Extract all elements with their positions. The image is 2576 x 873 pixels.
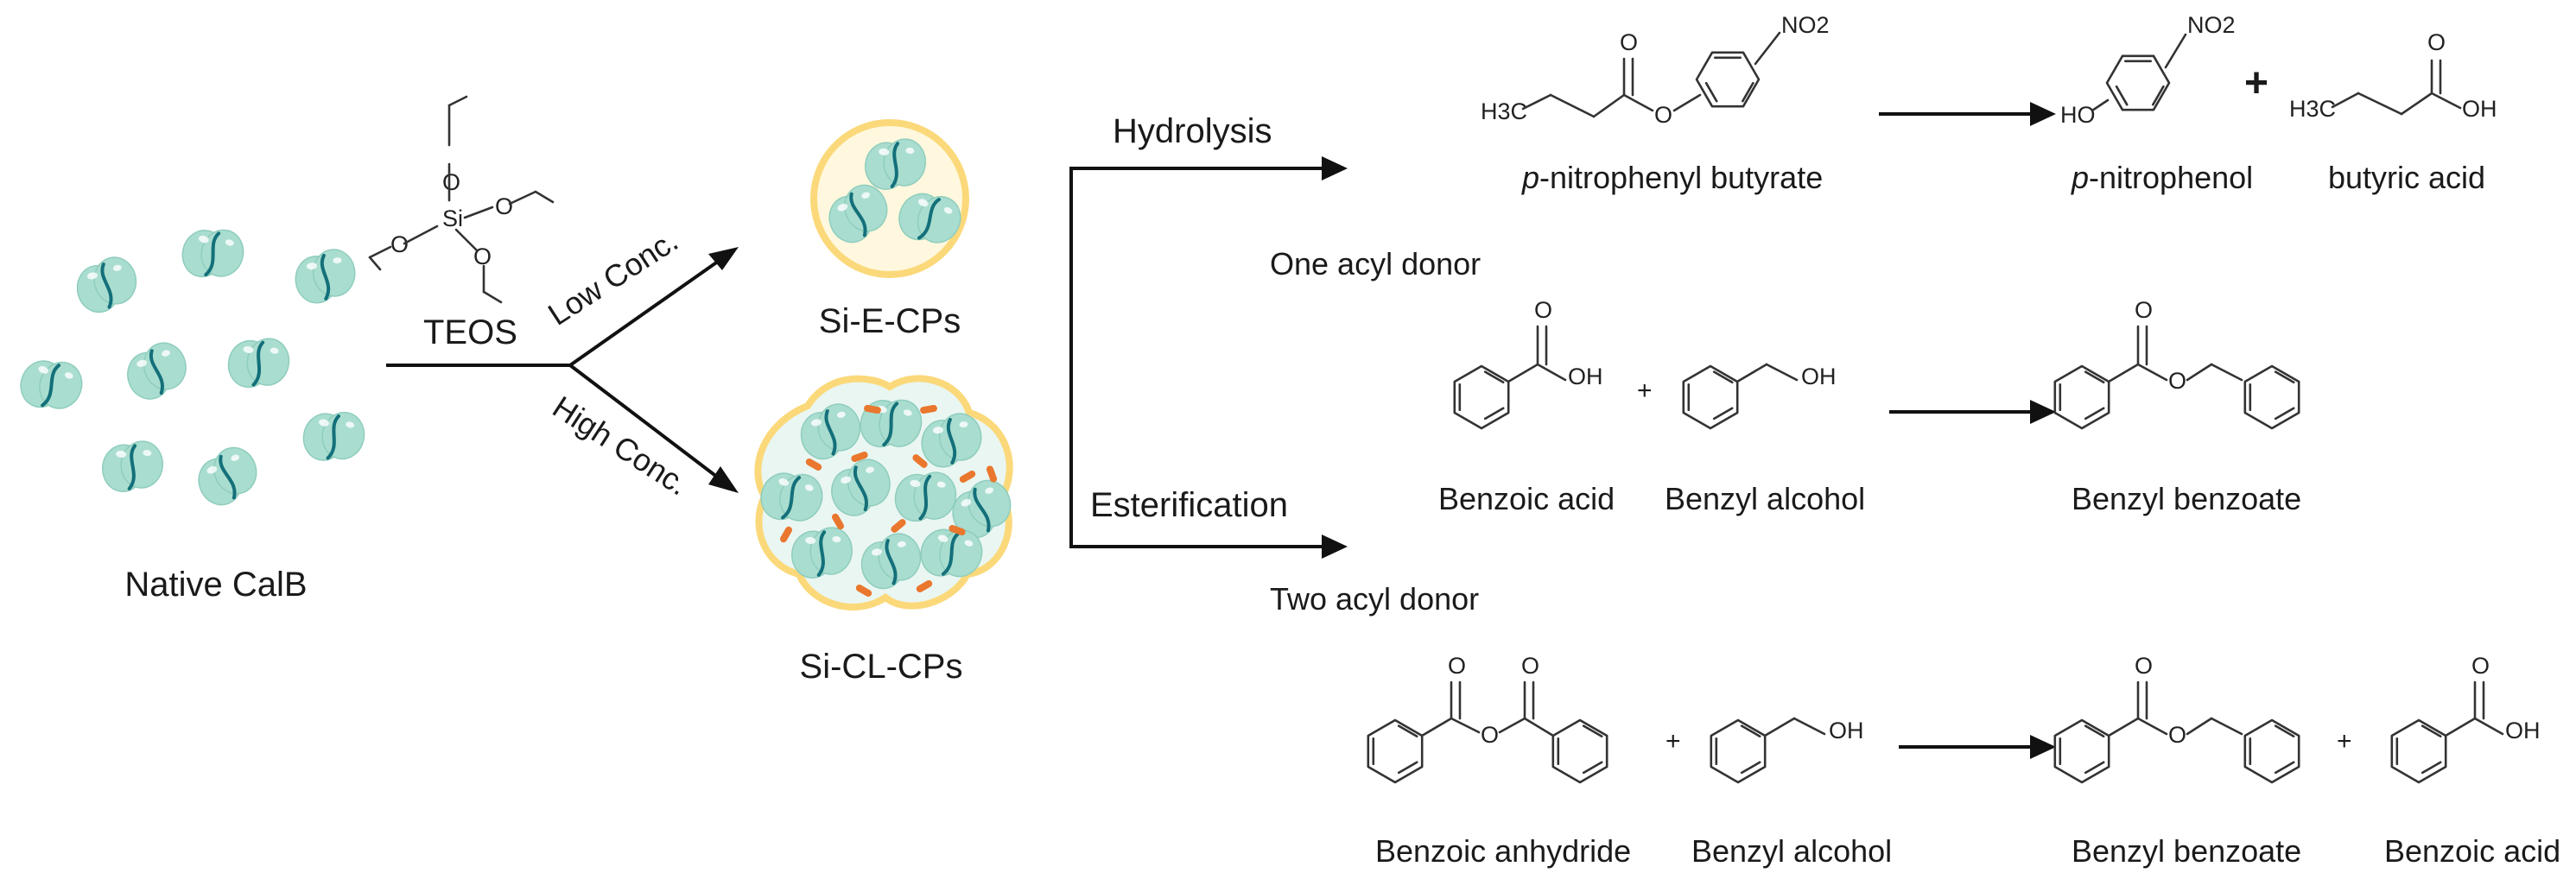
hydrolysis-plus: +	[2244, 60, 2268, 106]
low-conc-label: Low Conc.	[542, 223, 684, 332]
p-nitrophenol-structure: HO NO2	[2060, 12, 2236, 128]
two-acyl-plus-2: +	[2337, 727, 2352, 756]
one-acyl-donor-label: One acyl donor	[1270, 246, 1481, 282]
two-acyl-reaction-arrow[interactable]	[1899, 735, 2056, 759]
svg-text:O: O	[1534, 297, 1552, 323]
svg-text:O: O	[1448, 653, 1466, 679]
teos-label: TEOS	[423, 313, 517, 351]
one-acyl-reaction-arrow[interactable]	[1889, 400, 2056, 424]
svg-text:HO: HO	[2060, 102, 2096, 128]
hydrolysis-reaction-arrow[interactable]	[1879, 102, 2056, 126]
svg-text:OH: OH	[1829, 718, 1864, 743]
svg-text:O: O	[2471, 653, 2490, 679]
si-cl-cps-particle	[752, 375, 1021, 610]
split-arrows[interactable]	[386, 247, 739, 493]
svg-text:O: O	[442, 169, 460, 195]
benzyl-benzoate-label-1: Benzyl benzoate	[2072, 481, 2301, 516]
benzyl-benzoate-label-2: Benzyl benzoate	[2072, 833, 2301, 869]
native-calb-label: Native CalB	[124, 566, 307, 604]
svg-text:H3C: H3C	[1481, 98, 1527, 124]
svg-text:O: O	[473, 244, 492, 269]
benzoic-anhydride-label: Benzoic anhydride	[1375, 833, 1631, 869]
si-e-cps-label: Si-E-CPs	[819, 302, 961, 340]
teos-structure: O Si O O O	[368, 95, 555, 304]
two-acyl-donor-label: Two acyl donor	[1270, 581, 1479, 617]
branch-bracket-arrows[interactable]	[1069, 156, 1348, 559]
benzoic-acid-label-2: Benzoic acid	[2384, 833, 2560, 869]
butyric-acid-label: butyric acid	[2328, 160, 2485, 195]
high-conc-label: High Conc.	[547, 389, 695, 502]
svg-text:O: O	[1654, 102, 1672, 128]
benzoic-acid-structure: O OH	[1453, 297, 1603, 430]
svg-text:H3C: H3C	[2289, 96, 2336, 122]
svg-text:O: O	[495, 193, 513, 219]
benzyl-alcohol-label: Benzyl alcohol	[1665, 481, 1865, 516]
benzyl-alcohol-structure-2: OH	[1710, 717, 1864, 784]
two-acyl-plus-1: +	[1666, 727, 1681, 756]
butyric-acid-structure: H3C O OH	[2289, 29, 2497, 122]
svg-text:OH: OH	[2462, 96, 2497, 122]
svg-text:OH: OH	[1801, 364, 1837, 389]
native-calb-cluster	[12, 218, 371, 513]
svg-text:NO2: NO2	[2187, 12, 2236, 38]
p-nitrophenyl-butyrate-structure: H3C O O NO2	[1481, 12, 1830, 128]
benzyl-alcohol-label-2: Benzyl alcohol	[1691, 833, 1892, 869]
benzyl-benzoate-structure-2: O O	[2053, 653, 2300, 784]
benzyl-benzoate-structure: O O	[2053, 297, 2300, 430]
svg-text:O: O	[1521, 653, 1539, 679]
p-nitrophenyl-butyrate-label: p-nitrophenyl butyrate	[1521, 160, 1823, 195]
svg-text:O: O	[2135, 297, 2153, 323]
si-e-cps-particle	[810, 119, 970, 278]
svg-text:OH: OH	[1568, 364, 1603, 389]
svg-text:O: O	[2427, 29, 2446, 55]
benzoic-anhydride-structure: O O O	[1367, 653, 1608, 784]
svg-text:O: O	[1481, 722, 1499, 748]
benzoic-acid-structure-2: O OH	[2390, 653, 2541, 784]
benzyl-alcohol-structure: OH	[1682, 363, 1837, 430]
svg-text:O: O	[2168, 368, 2186, 394]
benzoic-acid-label: Benzoic acid	[1438, 481, 1615, 516]
svg-text:NO2: NO2	[1781, 12, 1830, 38]
svg-text:OH: OH	[2505, 718, 2541, 743]
si-cl-cps-label: Si-CL-CPs	[800, 648, 963, 686]
svg-text:Si: Si	[442, 206, 463, 231]
p-nitrophenol-label: p-nitrophenol	[2071, 160, 2253, 195]
one-acyl-plus: +	[1637, 376, 1653, 405]
svg-text:O: O	[1620, 29, 1638, 55]
svg-text:O: O	[390, 231, 409, 257]
svg-text:O: O	[2168, 722, 2186, 748]
hydrolysis-label: Hydrolysis	[1113, 112, 1272, 150]
svg-text:O: O	[2135, 653, 2153, 679]
esterification-label: Esterification	[1090, 486, 1288, 524]
